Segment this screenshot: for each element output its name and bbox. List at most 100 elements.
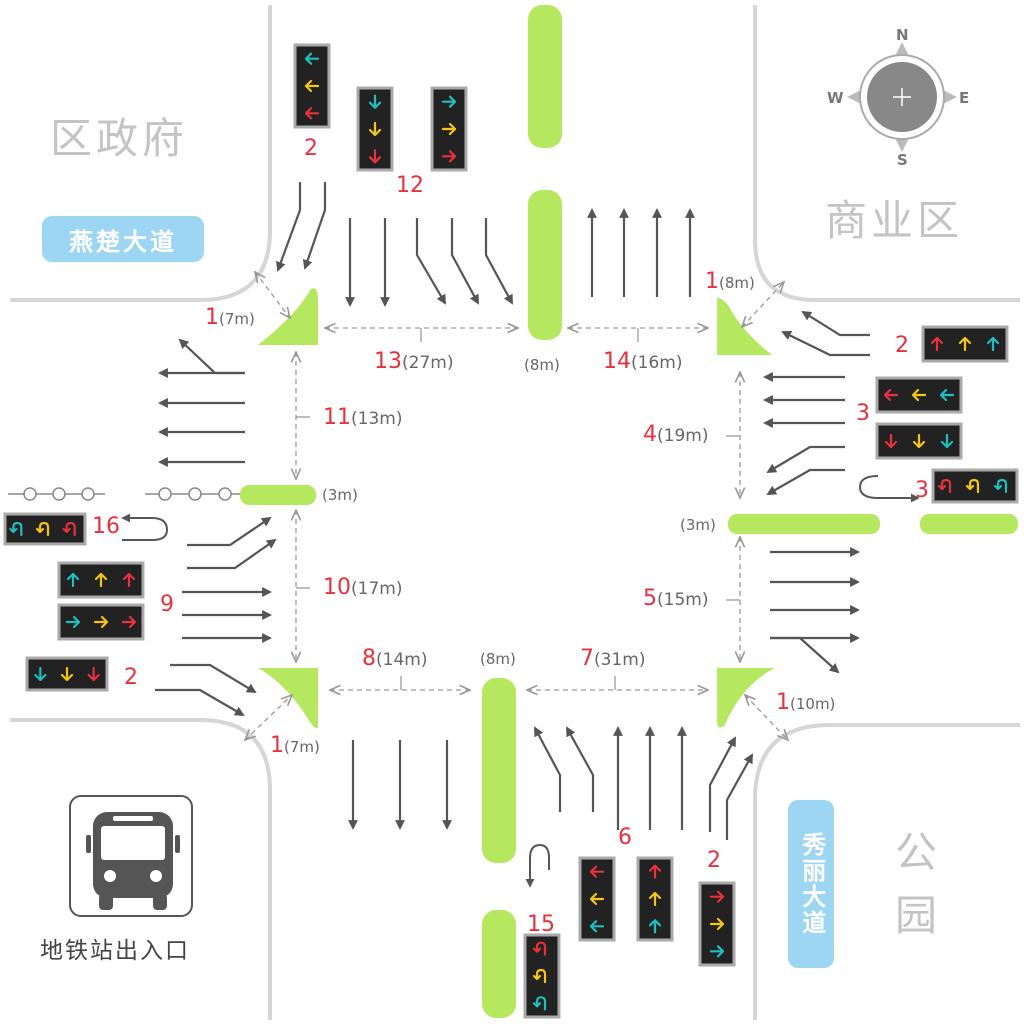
right-arrow-icon (709, 890, 725, 903)
down-arrow-icon (368, 121, 382, 137)
left-arrow-icon (939, 388, 955, 402)
lane-arrow (170, 663, 257, 694)
crossing-corner-ne (742, 282, 784, 327)
signal-head (430, 86, 468, 172)
u-turn-arrows (121, 475, 920, 888)
compass-north: N (896, 26, 909, 44)
crossing-label-8: 8(14m) (362, 646, 428, 671)
left-arrow-icon (911, 388, 927, 402)
left-arrow-icon (304, 79, 320, 93)
u-turn-arrow-west (121, 513, 169, 541)
signal-group-south-uturn: 15 (527, 912, 555, 937)
median-east (728, 514, 880, 534)
signal-group-east-right-turn: 2 (895, 333, 909, 358)
signal-group-east-uturn: 3 (915, 478, 929, 503)
area-label-park-line1: 公 (895, 828, 942, 877)
crossing-label-7: 7(31m) (580, 646, 646, 671)
curb-se (753, 723, 1020, 1020)
u-turn-arrow-south (525, 843, 550, 888)
up-arrow-icon (648, 919, 662, 934)
lane-arrow (415, 218, 446, 305)
median-east-far (920, 514, 1018, 534)
signal-head (921, 325, 1009, 363)
traffic-signals (3, 43, 1019, 1019)
u-turn-icon (965, 478, 980, 494)
median-west (240, 485, 316, 505)
subway-entrance-label: 地铁站出入口 (40, 938, 190, 964)
down-arrow-icon (940, 433, 954, 449)
signal-group-south-main: 6 (618, 825, 632, 850)
lane-arrow (770, 636, 840, 674)
stop-dot (188, 487, 202, 501)
median-width-south: (8m) (480, 650, 516, 668)
signal-head (57, 603, 145, 641)
signal-group-west-uturn: 16 (92, 514, 120, 539)
right-arrow-icon (93, 615, 109, 629)
lane-arrow (781, 331, 870, 357)
stop-dot (218, 487, 232, 501)
signal-group-north-right-turn: 2 (304, 136, 318, 161)
u-turn-icon (937, 478, 952, 494)
lane-arrow (187, 538, 277, 570)
signal-head (3, 512, 87, 546)
left-arrow-icon (304, 107, 320, 120)
area-label-park-line2: 园 (895, 891, 942, 940)
median-north (528, 190, 562, 340)
median-width-west: (3m) (322, 486, 358, 504)
signal-group-west-main: 9 (160, 592, 174, 617)
right-arrow-icon (441, 95, 457, 108)
median-north-top (528, 5, 562, 148)
crossing-label-11: 11(13m) (323, 405, 403, 430)
down-arrow-icon (368, 94, 382, 109)
lane-arrow (450, 218, 479, 305)
down-arrow-icon (912, 433, 926, 449)
u-turn-icon (532, 996, 547, 1011)
signal-head (25, 656, 109, 692)
down-arrow-icon (87, 666, 100, 682)
curb-ne (753, 5, 1020, 302)
down-arrow-icon (34, 666, 47, 682)
u-turn-icon (532, 968, 547, 984)
up-arrow-icon (94, 572, 108, 588)
signal-head (875, 376, 963, 414)
bus-stop-markers (8, 487, 240, 501)
right-arrow-icon (65, 615, 81, 629)
right-arrow-icon (709, 945, 725, 958)
up-arrow-icon (122, 572, 136, 588)
crossing-label-4: 4(19m) (643, 422, 709, 447)
lane-arrow (302, 182, 327, 270)
left-arrow-icon (304, 52, 320, 65)
crossing-label-13: 13(27m) (374, 349, 454, 374)
signal-head (578, 856, 616, 942)
lane-arrow (178, 338, 245, 375)
curb-nw (10, 5, 272, 302)
signal-group-north-main: 12 (396, 173, 424, 198)
median-width-north: (8m) (524, 356, 560, 374)
signal-head (636, 856, 674, 942)
area-label-commercial: 商业区 (825, 196, 964, 245)
lane-arrow (187, 516, 272, 547)
u-turn-icon (62, 521, 76, 537)
corner-label-nw: 1(7m) (205, 305, 255, 330)
signal-head (875, 422, 963, 460)
left-arrow-icon (883, 388, 899, 402)
up-arrow-icon (986, 336, 1000, 352)
lane-arrow (766, 468, 845, 495)
signal-head (293, 43, 331, 129)
lane-arrow (155, 688, 245, 716)
median-width-east: (3m) (680, 516, 716, 534)
u-turn-icon (532, 941, 547, 956)
stop-dot (52, 487, 66, 501)
stop-dot (158, 487, 172, 501)
stop-dot (23, 487, 37, 501)
up-arrow-icon (648, 891, 662, 907)
u-turn-icon (35, 521, 50, 537)
road-label-yanchu: 燕楚大道 (42, 216, 204, 262)
signal-group-east-main: 3 (856, 401, 870, 426)
signal-head (356, 86, 394, 172)
right-arrow-icon (121, 615, 137, 629)
island-sw (258, 668, 318, 729)
compass-east: E (959, 89, 970, 107)
